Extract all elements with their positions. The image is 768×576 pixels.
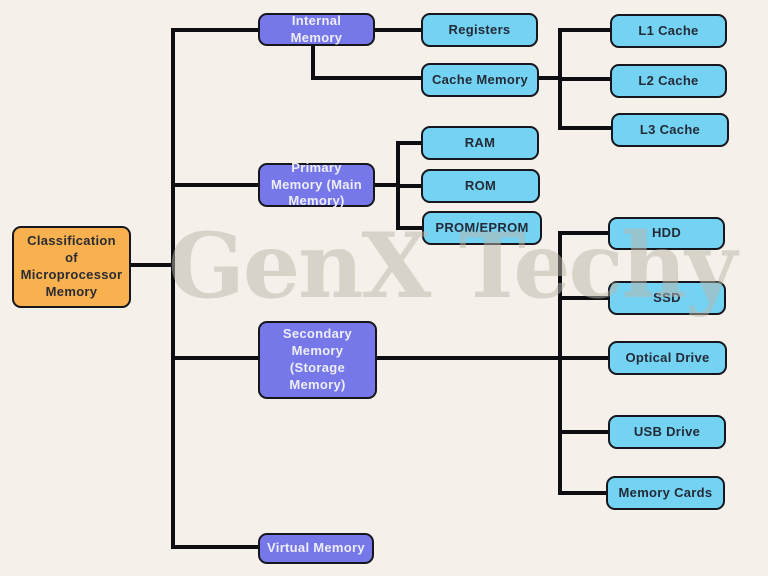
node-rom: ROM	[421, 169, 540, 203]
connector-internal-down	[311, 46, 315, 80]
connector-cache-right	[539, 76, 562, 80]
node-l2-cache: L2 Cache	[610, 64, 727, 98]
connector-branch-secondary	[171, 356, 258, 360]
node-prom-eprom-label: PROM/EPROM	[435, 219, 529, 235]
connector-internal-to-registers	[375, 28, 421, 32]
connector-to-cache	[311, 76, 421, 80]
node-primary-memory: Primary Memory (Main Memory)	[258, 160, 375, 208]
node-memory-cards-label: Memory Cards	[618, 484, 713, 500]
connector-branch-prom	[396, 226, 422, 230]
node-usb-drive: USB Drive	[608, 415, 726, 449]
node-internal-memory-label: Internal Memory	[290, 12, 343, 45]
node-hdd-label: HDD	[651, 225, 682, 241]
connector-branch-ssd	[558, 296, 608, 300]
node-l3-cache-label: L3 Cache	[639, 121, 701, 137]
node-usb-drive-label: USB Drive	[633, 423, 701, 439]
node-registers-label: Registers	[448, 21, 511, 37]
connector-trunk	[171, 28, 175, 549]
node-hdd: HDD	[608, 217, 725, 250]
node-ram-label: RAM	[464, 134, 496, 150]
node-l2-cache-label: L2 Cache	[638, 72, 699, 88]
node-prom-eprom: PROM/EPROM	[422, 211, 542, 245]
connector-branch-l1	[558, 28, 610, 32]
connector-branch-virtual	[171, 545, 258, 549]
connector-branch-l3	[558, 126, 611, 130]
node-primary-memory-label: Primary Memory (Main Memory)	[270, 159, 362, 209]
node-optical-drive-label: Optical Drive	[625, 349, 710, 365]
node-ssd: SSD	[608, 281, 726, 315]
node-l1-cache-label: L1 Cache	[638, 22, 699, 38]
node-internal-memory: Internal Memory	[258, 13, 375, 46]
connector-branch-primary	[171, 183, 258, 187]
node-cache-memory: Cache Memory	[421, 63, 539, 97]
node-secondary-memory: Secondary Memory (Storage Memory)	[258, 321, 377, 399]
node-ssd-label: SSD	[653, 289, 681, 305]
connector-secondary-vertical	[558, 231, 562, 495]
connector-branch-ram	[396, 141, 421, 145]
connector-root-to-trunk	[131, 263, 175, 267]
node-rom-label: ROM	[464, 177, 497, 193]
node-classification-root-label: Classification of Microprocessor Memory	[20, 233, 123, 299]
node-secondary-memory-label: Secondary Memory (Storage Memory)	[282, 326, 353, 392]
connector-branch-memory-cards	[558, 491, 606, 495]
node-virtual-memory-label: Virtual Memory	[267, 540, 365, 556]
node-cache-memory-label: Cache Memory	[431, 71, 529, 87]
connector-branch-internal	[171, 28, 258, 32]
node-classification-root: Classification of Microprocessor Memory	[12, 226, 131, 308]
node-l1-cache: L1 Cache	[610, 14, 727, 48]
connector-secondary-right	[377, 356, 608, 360]
connector-branch-usb	[558, 430, 608, 434]
connector-primary-right	[375, 183, 400, 187]
node-l3-cache: L3 Cache	[611, 113, 729, 147]
node-registers: Registers	[421, 13, 538, 47]
node-virtual-memory: Virtual Memory	[258, 533, 374, 564]
node-ram: RAM	[421, 126, 539, 160]
connector-branch-l2	[558, 77, 610, 81]
node-memory-cards: Memory Cards	[606, 476, 725, 510]
connector-branch-rom	[396, 184, 421, 188]
node-optical-drive: Optical Drive	[608, 341, 727, 375]
connector-branch-hdd	[558, 231, 608, 235]
